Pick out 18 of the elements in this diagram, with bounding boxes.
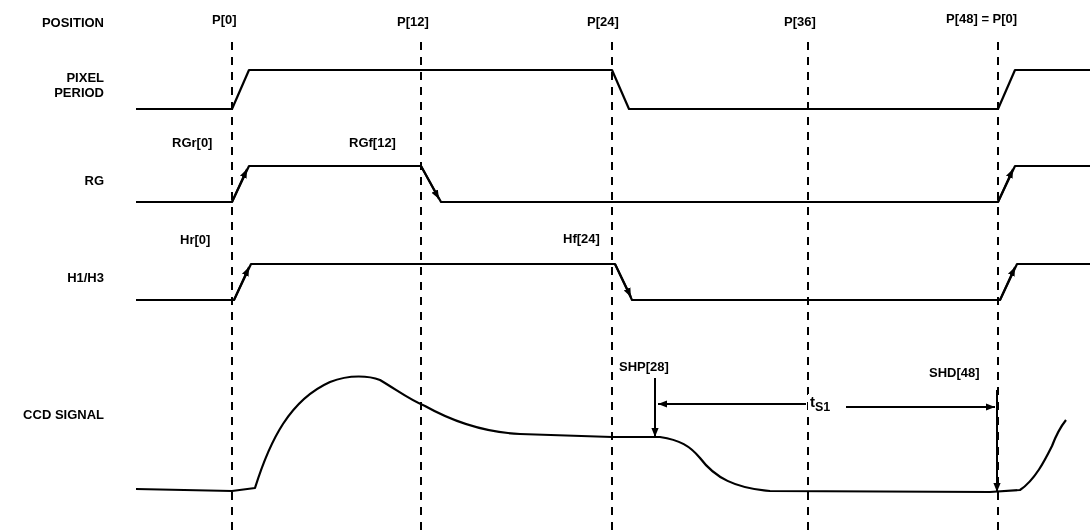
position-label: P[12]: [397, 14, 429, 29]
leader-arrow: [651, 377, 659, 438]
leader-arrow: [993, 389, 1001, 493]
position-label: P[24]: [587, 14, 619, 29]
row-label: H1/H3: [66, 270, 104, 285]
timing-label: RGr[0]: [172, 135, 213, 150]
row-label: CCD SIGNAL: [22, 407, 104, 422]
timing-label: RGf[12]: [349, 135, 396, 150]
row-label: RG: [83, 173, 104, 188]
position-label: P[0]: [212, 12, 237, 27]
position-label: P[48] = P[0]: [946, 11, 1018, 26]
timing-label: SHP[28]: [619, 359, 669, 374]
timing-label: Hr[0]: [180, 232, 211, 247]
row-label: PIXEL PERIOD: [53, 70, 104, 100]
row-label: POSITION: [40, 15, 104, 30]
timing-label: Hf[24]: [563, 231, 600, 246]
position-label: P[36]: [784, 14, 816, 29]
timing-label: SHD[48]: [929, 365, 980, 380]
